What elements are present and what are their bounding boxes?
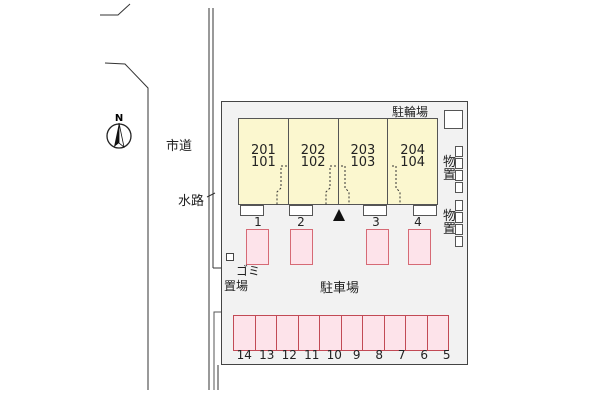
unit-upper-number: 201 [250,143,276,158]
porch [413,205,437,216]
parking-number: 8 [375,348,384,362]
unit-upper-number: 204 [400,143,426,158]
parking-space-8[interactable] [362,315,385,351]
waterway-label: 水路 [178,194,205,209]
unit-204-104[interactable]: 204 104 [388,119,437,204]
parking-number: 12 [281,348,297,362]
parking-space-9[interactable] [340,315,363,351]
entrance-arrow-icon [333,209,345,221]
unit-203-103[interactable]: 203 103 [339,119,389,204]
storage-label: 物置 [443,209,457,237]
parking-space-3[interactable] [366,229,389,265]
parking-space-12[interactable] [276,315,299,351]
parking-number: 5 [442,348,451,362]
parking-number: 10 [326,348,342,362]
storage-box [455,170,463,181]
storage-box [455,236,463,247]
parking-space-6[interactable] [405,315,428,351]
storage-box [455,212,463,223]
parking-space-2[interactable] [290,229,313,265]
storage-label: 物置 [443,155,457,183]
parking-number: 9 [352,348,361,362]
unit-202-102[interactable]: 202 102 [289,119,339,204]
unit-upper-number: 202 [300,143,326,158]
storage-box [455,200,463,211]
garbage-label-top: ゴミ [236,264,261,278]
parking-number: 2 [297,215,305,229]
parking-number: 4 [414,215,422,229]
north-compass-icon: N [105,112,133,156]
parking-space-14[interactable] [233,315,256,351]
garbage-label-bottom: 置場 [224,279,249,293]
parking-number: 3 [372,215,380,229]
parking-space-4[interactable] [408,229,431,265]
storage-box [455,146,463,157]
porch [289,205,313,216]
unit-lower-number: 101 [250,155,276,170]
parking-space-11[interactable] [297,315,320,351]
city-road-label: 市道 [166,139,193,154]
parking-space-10[interactable] [319,315,342,351]
parking-number: 14 [236,348,252,362]
unit-201-101[interactable]: 201 101 [239,119,289,204]
parking-number: 7 [397,348,406,362]
parking-space-7[interactable] [383,315,406,351]
bicycle-parking-box [444,110,463,129]
parking-number: 13 [259,348,275,362]
unit-upper-number: 203 [350,143,376,158]
parking-number: 11 [304,348,320,362]
porch [240,205,264,216]
storage-box [455,182,463,193]
parking-lot-label: 駐車場 [320,281,360,296]
parking-row-numbers: 14 13 12 11 10 9 8 7 6 5 [233,348,458,362]
unit-lower-number: 102 [300,155,326,170]
parking-space-1[interactable] [246,229,269,265]
parking-number: 1 [254,215,262,229]
parking-number: 6 [420,348,429,362]
unit-lower-number: 103 [350,155,376,170]
parking-row-bottom [233,315,449,351]
svg-text:N: N [115,113,123,124]
apartment-building: 201 101 202 102 203 103 204 104 [238,118,438,205]
storage-box [455,224,463,235]
porch [363,205,387,216]
bicycle-parking-label: 駐輪場 [392,105,429,119]
storage-box [455,158,463,169]
garbage-box [226,253,234,261]
parking-space-13[interactable] [254,315,277,351]
parking-space-5[interactable] [426,315,449,351]
unit-lower-number: 104 [400,155,426,170]
